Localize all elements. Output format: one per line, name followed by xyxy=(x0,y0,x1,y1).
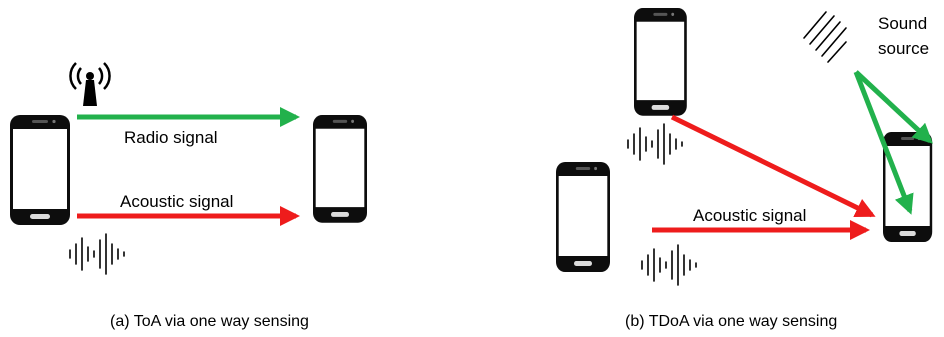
radio-tower-icon xyxy=(69,62,111,106)
sender-phone xyxy=(10,115,70,225)
sound-source-arrow-bottom xyxy=(853,71,914,215)
top-phone xyxy=(634,8,687,116)
top-phone-acoustic-arrow xyxy=(670,114,876,218)
acoustic-signal-label: Acoustic signal xyxy=(120,192,233,211)
sound-source-label-line2: source xyxy=(878,39,929,58)
receiver-phone xyxy=(313,115,367,223)
sound-wave-icon xyxy=(69,233,125,275)
sound-wave-icon xyxy=(627,123,683,165)
right-phone xyxy=(883,132,933,242)
panel-a: Radio signal Acoustic signal (a) ToA via… xyxy=(10,62,367,330)
left-phone xyxy=(556,162,610,272)
caption-a: (a) ToA via one way sensing xyxy=(110,313,309,330)
radio-signal-label: Radio signal xyxy=(124,128,218,147)
sound-source-arrow-top xyxy=(854,70,933,144)
sound-source-icon xyxy=(803,11,847,63)
panel-b: Sound source Acoustic signal (b) TDoA vi… xyxy=(556,8,933,330)
caption-b: (b) TDoA via one way sensing xyxy=(625,313,837,330)
sound-source-label-line1: Sound xyxy=(878,14,927,33)
sound-wave-icon xyxy=(641,244,697,286)
acoustic-signal-label-b: Acoustic signal xyxy=(693,206,806,225)
